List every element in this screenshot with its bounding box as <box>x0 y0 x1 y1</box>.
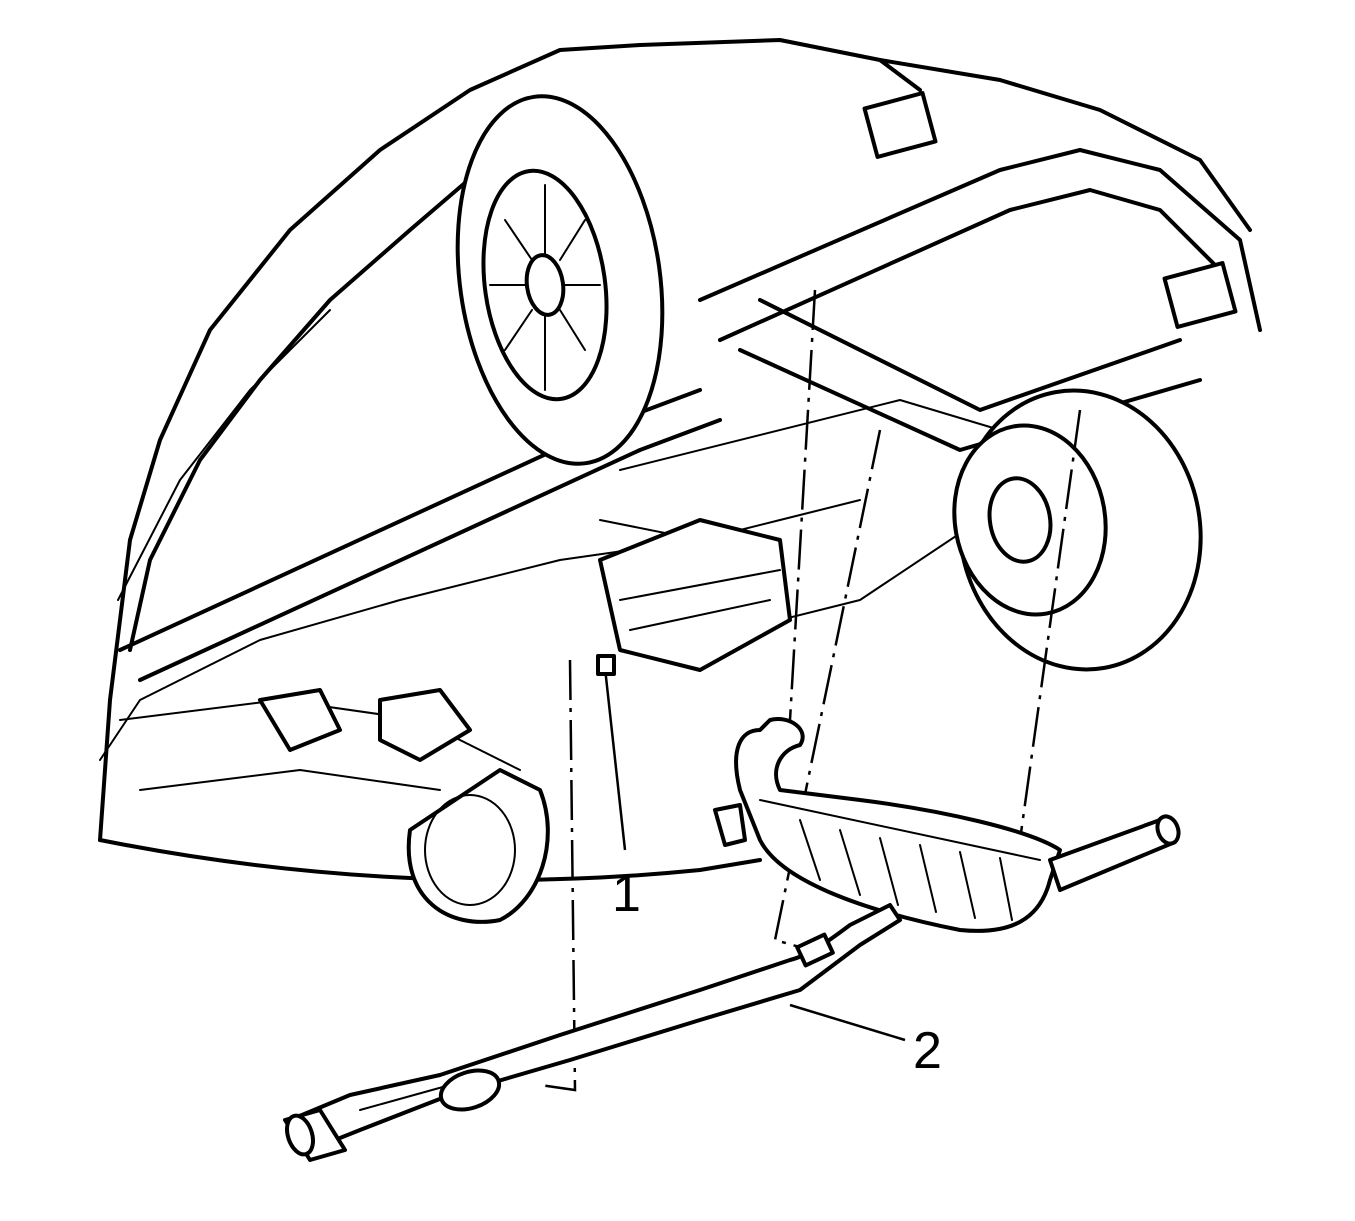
leader-line-2 <box>789 1003 906 1042</box>
callout-1: 1 <box>612 865 641 923</box>
front-tire <box>406 768 550 924</box>
rear-tire-right <box>952 388 1203 672</box>
rear-tire-upper <box>455 94 665 466</box>
leader-line-1 <box>603 667 627 851</box>
callout-2: 2 <box>913 1022 942 1080</box>
leader-lines <box>596 654 906 1042</box>
muffler-assembly <box>713 717 1181 933</box>
fastener-1 <box>596 654 616 676</box>
vehicle-body <box>98 38 1262 882</box>
intermediate-pipe <box>283 903 902 1162</box>
